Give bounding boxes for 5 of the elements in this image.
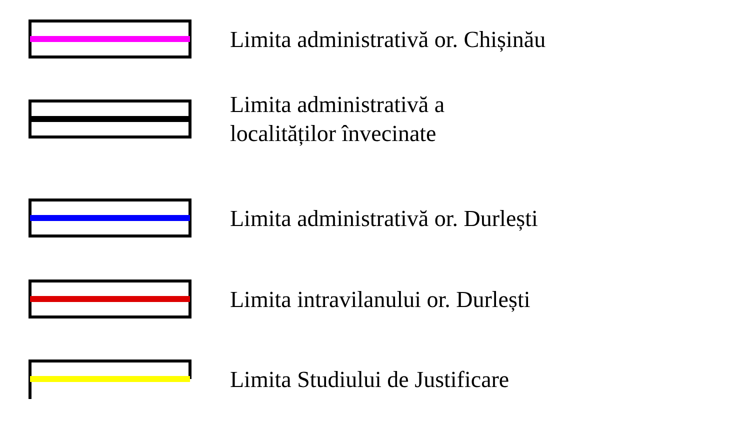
legend-label: Limita administrativă or. Durlești — [230, 204, 539, 232]
legend-label: Limita Studiului de Justificare — [230, 366, 510, 394]
legend-label: Limita administrativă a localităților învecinate — [230, 91, 446, 148]
legend-label: Limita administrativă or. Chișinău — [230, 26, 547, 54]
legend-label: Limita intravilanului or. Durlești — [230, 286, 532, 314]
